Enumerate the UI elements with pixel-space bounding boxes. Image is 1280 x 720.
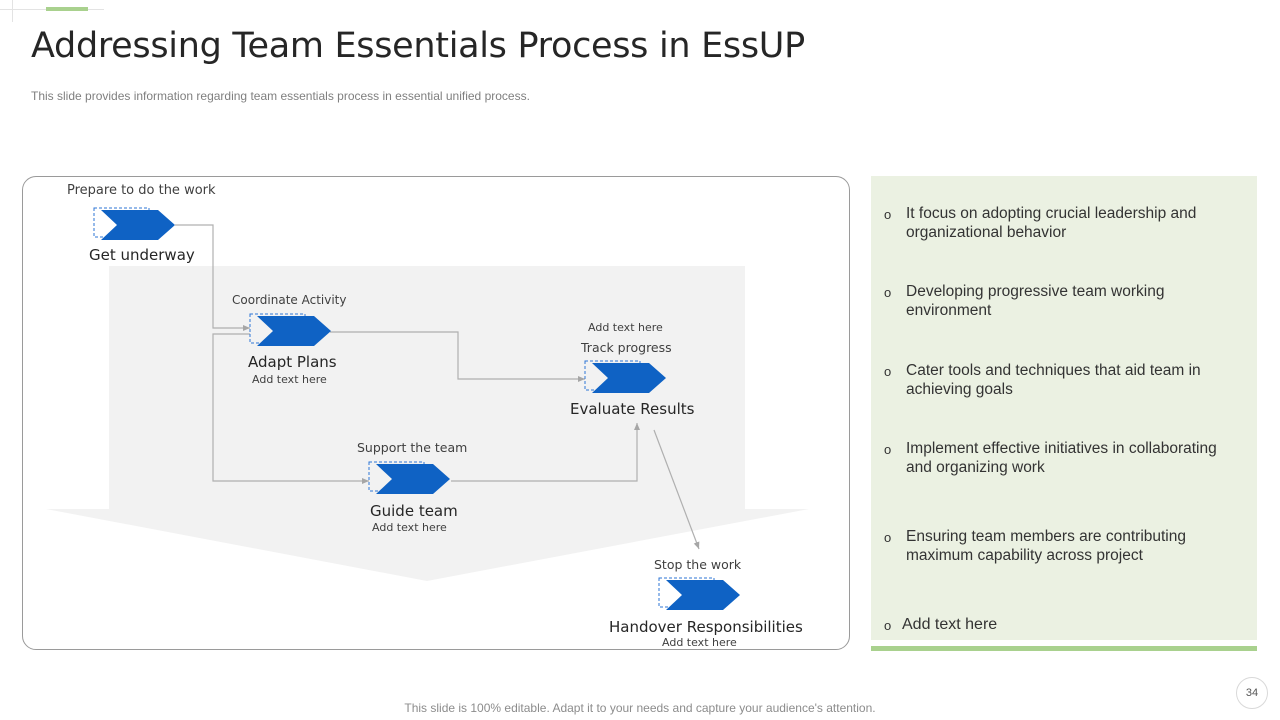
step-adapt-plans-sub-label: Add text here (252, 373, 327, 386)
step-evaluate-results-pre-label: Add text here (588, 321, 663, 334)
step-evaluate-results-label: Evaluate Results (570, 400, 695, 418)
point-text: Implement effective initiatives in colla… (906, 440, 1217, 476)
step-evaluate-results-chevron-icon (584, 360, 668, 394)
page-number: 34 (1236, 677, 1268, 709)
diagram-frame (22, 176, 850, 650)
point-text: It focus on adopting crucial leadership … (906, 205, 1197, 241)
point-text: Ensuring team members are contributing m… (906, 528, 1186, 564)
point-item: o Ensuring team members are contributing… (884, 527, 1234, 565)
step-handover-label: Handover Responsibilities (609, 618, 803, 636)
point-item: o Cater tools and techniques that aid te… (884, 361, 1234, 399)
step-adapt-plans-top-label: Coordinate Activity (232, 293, 347, 307)
step-guide-team-chevron-icon (368, 461, 452, 495)
title-accent-bar (46, 7, 88, 11)
diagram-background-arrow (46, 509, 809, 581)
step-evaluate-results-top-label: Track progress (581, 340, 672, 355)
step-handover-chevron-icon (658, 577, 742, 611)
points-panel-accent-bar (871, 646, 1257, 651)
points-panel (871, 176, 1257, 640)
point-item: o Developing progressive team working en… (884, 282, 1234, 320)
point-text: Add text here (902, 616, 998, 633)
point-item: o It focus on adopting crucial leadershi… (884, 204, 1234, 242)
bullet-icon: o (884, 207, 892, 222)
step-guide-team-top-label: Support the team (357, 440, 468, 455)
step-handover-top-label: Stop the work (654, 557, 742, 572)
point-text: Cater tools and techniques that aid team… (906, 362, 1201, 398)
point-text: Developing progressive team working envi… (906, 283, 1165, 319)
bullet-icon: o (884, 618, 892, 633)
point-item: o Implement effective initiatives in col… (884, 439, 1234, 477)
step-guide-team-label: Guide team (370, 502, 458, 520)
footer-note: This slide is 100% editable. Adapt it to… (404, 701, 876, 715)
bullet-icon: o (884, 364, 892, 379)
step-adapt-plans-chevron-icon (249, 313, 333, 347)
step-guide-team-sub-label: Add text here (372, 521, 447, 534)
step-get-underway-top-label: Prepare to do the work (67, 183, 216, 198)
page-title: Addressing Team Essentials Process in Es… (31, 26, 805, 66)
step-get-underway-chevron-icon (93, 207, 177, 241)
corner-decoration-vertical (12, 0, 13, 22)
step-get-underway-label: Get underway (89, 246, 195, 264)
step-adapt-plans-label: Adapt Plans (248, 353, 337, 371)
bullet-icon: o (884, 442, 892, 457)
page-subtitle: This slide provides information regardin… (31, 89, 530, 103)
step-handover-sub-label: Add text here (662, 636, 737, 649)
bullet-icon: o (884, 530, 892, 545)
bullet-icon: o (884, 285, 892, 300)
point-item: o Add text here (884, 615, 1234, 636)
